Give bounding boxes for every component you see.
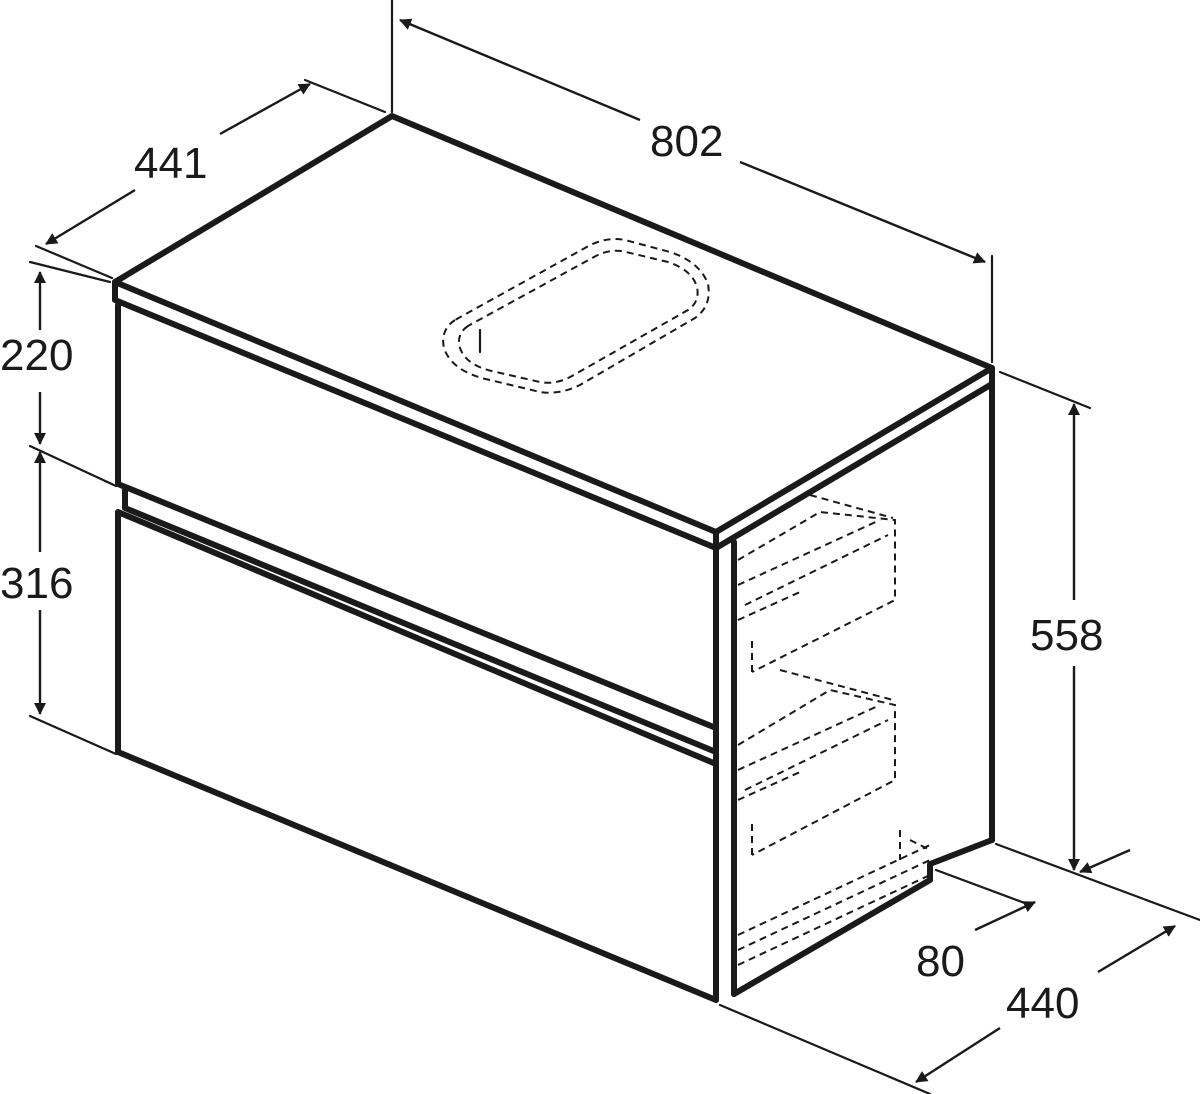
ext-line-80-front	[934, 868, 1032, 907]
lower-drawer-box-top	[737, 688, 896, 856]
upper-drawer-front	[115, 302, 719, 731]
label-802: 802	[650, 117, 723, 166]
hidden-lines	[442, 238, 931, 966]
ext-line-220-top	[28, 260, 112, 284]
ext-line-440-front	[718, 1003, 932, 1094]
dim-arrow-441-down	[45, 188, 136, 246]
upper-drawer-box-top	[737, 510, 896, 673]
sink-outline-outer	[442, 238, 710, 394]
side-panel-bottom-edge	[731, 837, 995, 997]
cabinet	[112, 113, 995, 1003]
upper-drawer-box-side	[737, 591, 801, 672]
ext-line-220-bottom	[28, 444, 118, 488]
dim-arrow-802-right	[739, 160, 986, 264]
countertop-front-edge	[112, 279, 719, 551]
label-316: 316	[0, 559, 73, 608]
lower-drawer-box-inner	[737, 669, 894, 791]
dimension-lines	[28, 0, 1200, 1094]
label-558: 558	[1030, 611, 1103, 660]
dim-arrow-440-down	[915, 1026, 1001, 1084]
dim-arrow-80-left	[974, 900, 1036, 932]
ext-line-316-bottom	[28, 714, 118, 756]
ext-line-441-back	[303, 78, 387, 114]
dim-arrow-441-up	[219, 82, 311, 136]
upper-drawer-box-inner	[737, 494, 894, 606]
dimension-labels: 802 441 220 316 558 80 440	[0, 117, 1103, 1028]
ext-line-441-front	[34, 244, 114, 280]
dim-arrow-80-right	[1079, 848, 1131, 874]
label-220: 220	[0, 331, 73, 380]
lower-drawer-box-side	[737, 771, 801, 855]
drawer-handle-groove	[122, 485, 719, 755]
sink-outline-inner	[458, 249, 699, 384]
label-441: 441	[134, 139, 207, 188]
lower-drawer-front	[115, 509, 719, 1003]
ext-line-558-top	[998, 370, 1092, 410]
label-440: 440	[1006, 979, 1079, 1028]
dim-arrow-440-up	[1097, 924, 1176, 974]
ext-line-558-bottom	[994, 842, 1200, 922]
label-80: 80	[916, 937, 965, 986]
countertop-top-face	[112, 113, 995, 535]
dim-arrow-802-left	[399, 18, 641, 122]
